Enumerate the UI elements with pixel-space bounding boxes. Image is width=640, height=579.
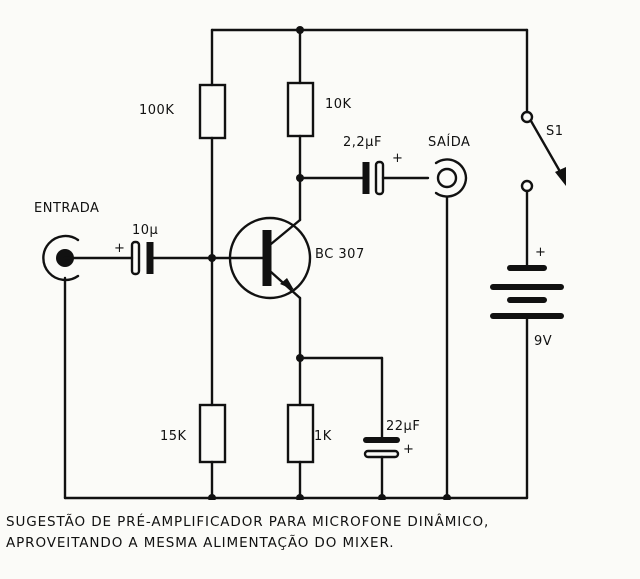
output-jack: SAÍDA [428, 134, 470, 500]
resistor-10k-label: 10K [325, 97, 352, 112]
capacitor-2-2uf-label: 2,2µF [343, 135, 382, 150]
caption-line-2: APROVEITANDO A MESMA ALIMENTAÇÃO DO MIXE… [6, 535, 395, 551]
caption-line-1: SUGESTÃO DE PRÉ-AMPLIFICADOR PARA MICROF… [6, 514, 490, 530]
figure-caption: SUGESTÃO DE PRÉ-AMPLIFICADOR PARA MICROF… [6, 512, 634, 554]
schematic-diagram: 100K 10K 15K 1K 22µF + [34, 26, 566, 500]
battery-9v: + 9V [490, 245, 564, 349]
resistor-100k: 100K [139, 28, 227, 407]
switch-label: S1 [546, 124, 564, 139]
switch-s1: S1 [520, 110, 566, 267]
resistor-100k-label: 100K [139, 103, 174, 118]
resistor-1k: 1K [286, 296, 332, 500]
resistor-10k: 10K [286, 26, 352, 222]
capacitor-2-2uf: 2,2µF + [296, 135, 430, 196]
resistor-15k-label: 15K [160, 429, 187, 444]
top-rail [210, 28, 529, 114]
capacitor-22uf: 22µF + [296, 354, 420, 500]
output-label: SAÍDA [428, 134, 470, 150]
capacitor-22uf-label: 22µF [386, 419, 420, 434]
capacitor-22uf-plus: + [403, 442, 414, 457]
capacitor-10u-label: 10µ [132, 223, 158, 238]
input-label: ENTRADA [34, 201, 99, 216]
capacitor-10u-plus: + [114, 241, 125, 256]
transistor-bc307: BC 307 [210, 216, 365, 300]
battery-plus: + [535, 245, 546, 260]
capacitor-2-2uf-plus: + [392, 151, 403, 166]
ground-rail [63, 276, 529, 500]
battery-label: 9V [534, 334, 552, 349]
capacitor-10u: 10µ + [114, 223, 214, 276]
resistor-1k-label: 1K [314, 429, 332, 444]
input-jack: ENTRADA [34, 201, 134, 282]
transistor-label: BC 307 [315, 247, 365, 262]
resistor-15k: 15K [160, 403, 227, 500]
